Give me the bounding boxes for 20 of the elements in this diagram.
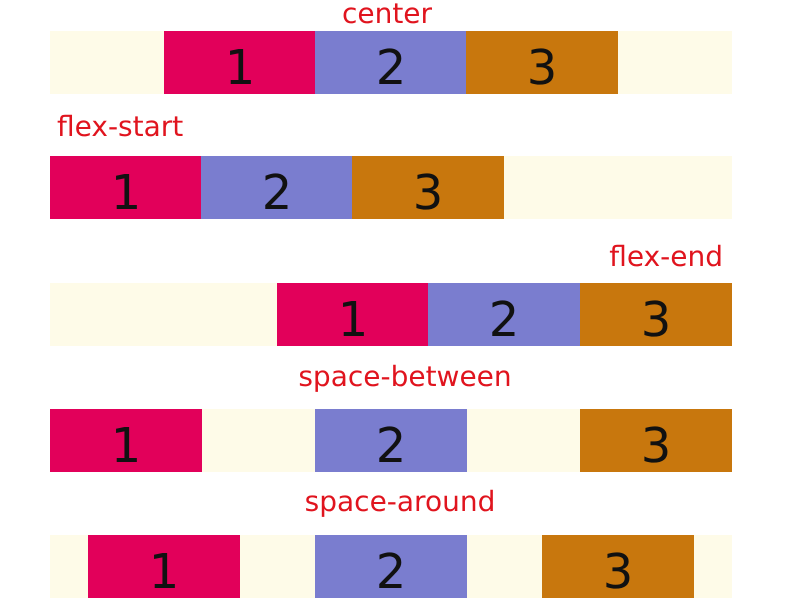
flex-item: 1 bbox=[88, 535, 240, 598]
flex-item: 3 bbox=[580, 283, 732, 346]
flex-item: 2 bbox=[315, 31, 467, 94]
flex-item: 2 bbox=[315, 535, 467, 598]
container-title: center bbox=[342, 0, 432, 30]
container-title: space-around bbox=[304, 486, 496, 518]
flex-item: 1 bbox=[50, 409, 202, 472]
flex-item: 3 bbox=[352, 156, 504, 219]
flex-item: 2 bbox=[315, 409, 467, 472]
flex-item: 1 bbox=[50, 156, 202, 219]
flex-item: 2 bbox=[201, 156, 353, 219]
flex-item: 2 bbox=[428, 283, 580, 346]
flex-item: 3 bbox=[542, 535, 694, 598]
flex-item: 1 bbox=[164, 31, 316, 94]
flex-item: 3 bbox=[466, 31, 618, 94]
flex-item: 1 bbox=[277, 283, 429, 346]
flex-item: 3 bbox=[580, 409, 732, 472]
container-title: flex-end bbox=[609, 241, 723, 273]
container-title: flex-start bbox=[57, 111, 184, 143]
container-title: space-between bbox=[298, 361, 512, 393]
